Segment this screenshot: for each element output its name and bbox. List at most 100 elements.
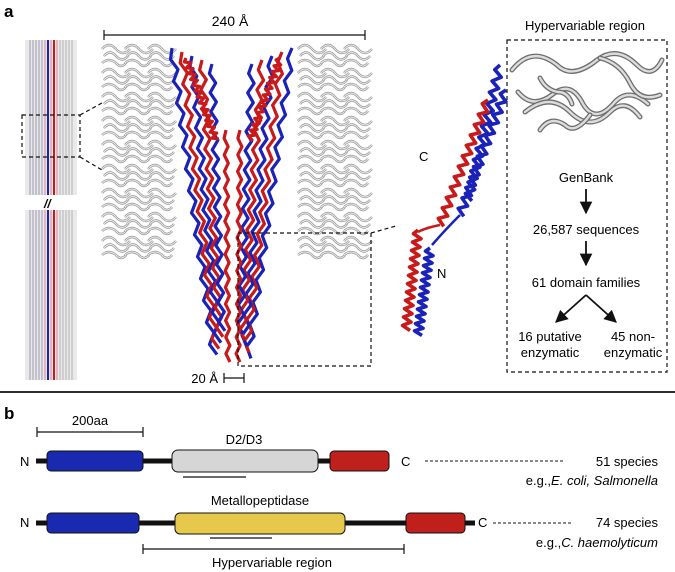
grey-ribbon-highlight	[147, 92, 177, 115]
grey-domains-right	[297, 43, 373, 260]
grey-ribbon-highlight	[147, 164, 177, 187]
helix-coil	[207, 63, 227, 332]
grey-ribbon-highlight	[297, 212, 327, 235]
helix-coil	[178, 51, 221, 350]
hv-ribbon-highlight	[523, 100, 642, 124]
grey-ribbon-highlight	[147, 212, 177, 235]
grey-ribbon-highlight	[101, 116, 131, 139]
domain-row-2: N Metallopeptidase C 74 species e.g.,C. …	[20, 493, 658, 550]
hv-ribbon-highlight	[598, 56, 662, 99]
row1-species-count: 51 species	[596, 454, 659, 469]
flow-step-genbank: GenBank	[559, 170, 614, 185]
panel-b-label: b	[4, 404, 14, 423]
row1-example: e.g.,E. coli, Salmonella	[526, 473, 658, 488]
grey-ribbon-highlight	[343, 116, 373, 139]
flow-enzymatic-line1: 16 putative	[518, 329, 582, 344]
grey-ribbon-highlight	[124, 116, 154, 139]
row2-red-domain	[405, 512, 466, 534]
grey-ribbon-highlight	[297, 164, 327, 187]
region-title: Hypervariable region	[525, 18, 645, 33]
zoom-line-bottom	[79, 156, 103, 171]
subunit-structure	[400, 63, 508, 338]
grey-ribbon-highlight	[343, 188, 373, 211]
row2-domain-label: Metallopeptidase	[211, 493, 309, 508]
grey-ribbon-highlight	[124, 92, 154, 115]
helix-c-label: C	[419, 149, 428, 164]
row1-c-terminus: C	[401, 454, 410, 469]
grey-ribbon-highlight	[343, 44, 373, 67]
grey-ribbon-highlight	[320, 92, 350, 115]
grey-ribbon-highlight	[124, 164, 154, 187]
grey-ribbon-highlight	[320, 164, 350, 187]
row2-yellow-domain	[174, 512, 346, 535]
subunit-loop	[417, 223, 441, 234]
grey-ribbon-highlight	[297, 68, 327, 91]
row1-red-domain	[329, 450, 390, 472]
hv-ribbon-highlight	[538, 113, 592, 132]
grey-ribbon-highlight	[297, 116, 327, 139]
helix-coil	[235, 63, 256, 335]
grey-ribbon-highlight	[147, 68, 177, 91]
scale-bar-240	[103, 30, 366, 40]
helix-coil	[168, 47, 219, 356]
scale-label-240: 240 Å	[212, 13, 249, 29]
subunit-helix	[400, 228, 423, 332]
helix-coil	[182, 57, 220, 141]
grey-ribbon-highlight	[320, 116, 350, 139]
grey-ribbon-highlight	[147, 236, 177, 259]
row1-domain-label: D2/D3	[226, 432, 263, 447]
scale-label-20: 20 Å	[191, 371, 218, 386]
grey-ribbon-highlight	[343, 92, 373, 115]
flow-arrow-right	[585, 294, 617, 323]
grey-ribbon-highlight	[124, 188, 154, 211]
grey-ribbon-highlight	[124, 212, 154, 235]
grey-ribbon-highlight	[124, 140, 154, 163]
grey-ribbon-highlight	[101, 92, 131, 115]
panel-a-label: a	[4, 2, 14, 21]
grey-ribbon-highlight	[101, 68, 131, 91]
flow-nonenzymatic-line2: enzymatic	[604, 345, 663, 360]
grey-ribbon-highlight	[101, 236, 131, 259]
grey-ribbon-highlight	[101, 140, 131, 163]
grey-ribbon-highlight	[320, 44, 350, 67]
grey-ribbon-highlight	[320, 236, 350, 259]
scale-bar-200aa	[36, 427, 144, 437]
helix-coil	[234, 129, 244, 363]
flow-arrow-left	[555, 294, 587, 323]
helix-n-label: N	[437, 266, 446, 281]
grey-ribbon-highlight	[297, 188, 327, 211]
row2-c-terminus: C	[478, 515, 487, 530]
flow-step-families: 61 domain families	[532, 275, 641, 290]
row2-blue-domain	[46, 512, 140, 534]
grey-ribbon-highlight	[297, 140, 327, 163]
row1-n-terminus: N	[20, 454, 29, 469]
helix-coil	[222, 129, 232, 363]
grey-ribbon-highlight	[343, 140, 373, 163]
flow-nonenzymatic-line1: 45 non-	[611, 329, 655, 344]
subunit-helix	[436, 98, 490, 228]
row2-example: e.g.,C. haemolyticum	[536, 535, 658, 550]
zoom-line-top	[79, 102, 103, 116]
hv-ribbon-highlight	[510, 52, 664, 73]
hv-ribbon	[597, 55, 663, 100]
helix-coil	[188, 55, 223, 344]
grey-ribbon-highlight	[343, 164, 373, 187]
grey-ribbon-highlight	[320, 68, 350, 91]
grey-ribbon-highlight	[343, 236, 373, 259]
zoom-box	[21, 114, 81, 158]
grey-ribbon-highlight	[320, 188, 350, 211]
hv-ribbon-highlight	[538, 76, 574, 106]
hypervariable-bracket	[142, 544, 405, 554]
helix-coil	[246, 56, 283, 143]
flow-enzymatic-line2: enzymatic	[521, 345, 580, 360]
hypervariable-domain-structure	[509, 51, 665, 133]
hypervariable-label: Hypervariable region	[212, 555, 332, 570]
subunit-loop	[431, 214, 461, 246]
grey-ribbon-highlight	[297, 236, 327, 259]
grey-ribbon-highlight	[101, 164, 131, 187]
subunit-helix	[412, 246, 435, 338]
subunit-helix	[456, 88, 508, 218]
grey-ribbon-highlight	[320, 140, 350, 163]
grey-ribbon-highlight	[101, 188, 131, 211]
